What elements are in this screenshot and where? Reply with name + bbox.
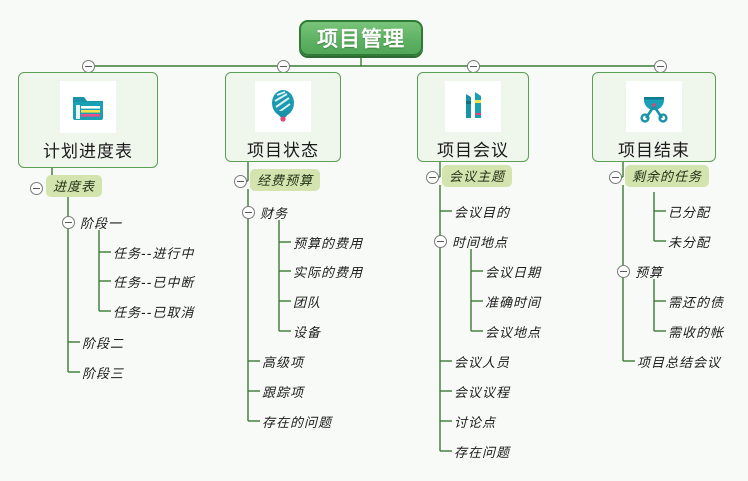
topic-meeting-purpose[interactable]: 会议目的 <box>454 206 511 221</box>
topic-debt-payable[interactable]: 需还的债 <box>668 296 725 311</box>
root-node[interactable]: 项目管理 <box>299 20 423 56</box>
collapse-toggle-schedule-pill[interactable] <box>30 182 43 195</box>
topic-exact-time[interactable]: 准确时间 <box>485 296 542 311</box>
topic-wrapup-meeting[interactable]: 项目总结会议 <box>637 356 722 371</box>
collapse-toggle-finance[interactable] <box>242 206 255 219</box>
collapse-toggle-budget[interactable] <box>617 265 630 278</box>
topic-meeting-issues[interactable]: 存在问题 <box>454 446 511 461</box>
root-node-label: 项目管理 <box>317 27 405 51</box>
topic-task-suspended[interactable]: 任务--已中断 <box>113 276 195 291</box>
topic-budgeted-cost[interactable]: 预算的费用 <box>293 237 364 252</box>
topic-task-cancelled[interactable]: 任务--已取消 <box>113 306 195 321</box>
pens-icon <box>445 81 501 132</box>
topic-debt-receivable[interactable]: 需收的帐 <box>668 326 725 341</box>
balloon-icon <box>255 81 311 132</box>
topic-pill-schedule[interactable]: 进度表 <box>46 175 103 197</box>
topic-task-ongoing[interactable]: 任务--进行中 <box>113 247 195 262</box>
topic-advanced-items[interactable]: 高级项 <box>262 356 305 371</box>
branch-node-project-status[interactable]: 项目状态 <box>225 72 341 162</box>
topic-finance[interactable]: 财务 <box>260 207 289 222</box>
topic-phase-2[interactable]: 阶段二 <box>82 337 125 352</box>
topic-phase-3[interactable]: 阶段三 <box>82 367 125 382</box>
topic-team[interactable]: 团队 <box>293 296 322 311</box>
branch-node-planning-schedule[interactable]: 计划进度表 <box>18 72 158 168</box>
topic-unassigned[interactable]: 未分配 <box>668 236 711 251</box>
collapse-toggle-meeting-pill[interactable] <box>426 171 439 184</box>
topic-phase-1[interactable]: 阶段一 <box>80 217 123 232</box>
topic-assigned[interactable]: 已分配 <box>668 206 711 221</box>
topic-meeting-location[interactable]: 会议地点 <box>485 326 542 341</box>
branch-label: 计划进度表 <box>43 142 133 162</box>
topic-actual-cost[interactable]: 实际的费用 <box>293 266 364 281</box>
branch-node-project-meeting[interactable]: 项目会议 <box>417 72 529 162</box>
topic-discussion-points[interactable]: 讨论点 <box>454 416 497 431</box>
topic-attendees[interactable]: 会议人员 <box>454 356 511 371</box>
branch-label: 项目状态 <box>247 141 319 161</box>
topic-meeting-date[interactable]: 会议日期 <box>485 266 542 281</box>
collapse-toggle-remaining-tasks-pill[interactable] <box>609 171 622 184</box>
topic-equipment[interactable]: 设备 <box>293 326 322 341</box>
branch-label: 项目结束 <box>618 141 690 161</box>
file-box-icon <box>60 81 116 133</box>
topic-time-and-place[interactable]: 时间地点 <box>452 236 509 251</box>
topic-pill-remaining-tasks[interactable]: 剩余的任务 <box>625 165 710 187</box>
collapse-toggle-time-place[interactable] <box>434 235 447 248</box>
topic-budget[interactable]: 预算 <box>635 266 664 281</box>
topic-tracking-items[interactable]: 跟踪项 <box>262 386 305 401</box>
branch-node-project-end[interactable]: 项目结束 <box>592 72 716 162</box>
topic-agenda[interactable]: 会议议程 <box>454 386 511 401</box>
topic-existing-issues[interactable]: 存在的问题 <box>262 416 333 431</box>
topic-pill-budget[interactable]: 经费预算 <box>250 169 321 191</box>
branch-label: 项目会议 <box>437 141 509 161</box>
scissors-icon <box>626 81 682 132</box>
collapse-toggle-budget-pill[interactable] <box>234 175 247 188</box>
collapse-toggle-phase-1[interactable] <box>62 216 75 229</box>
topic-pill-meeting-topic[interactable]: 会议主题 <box>442 165 513 187</box>
